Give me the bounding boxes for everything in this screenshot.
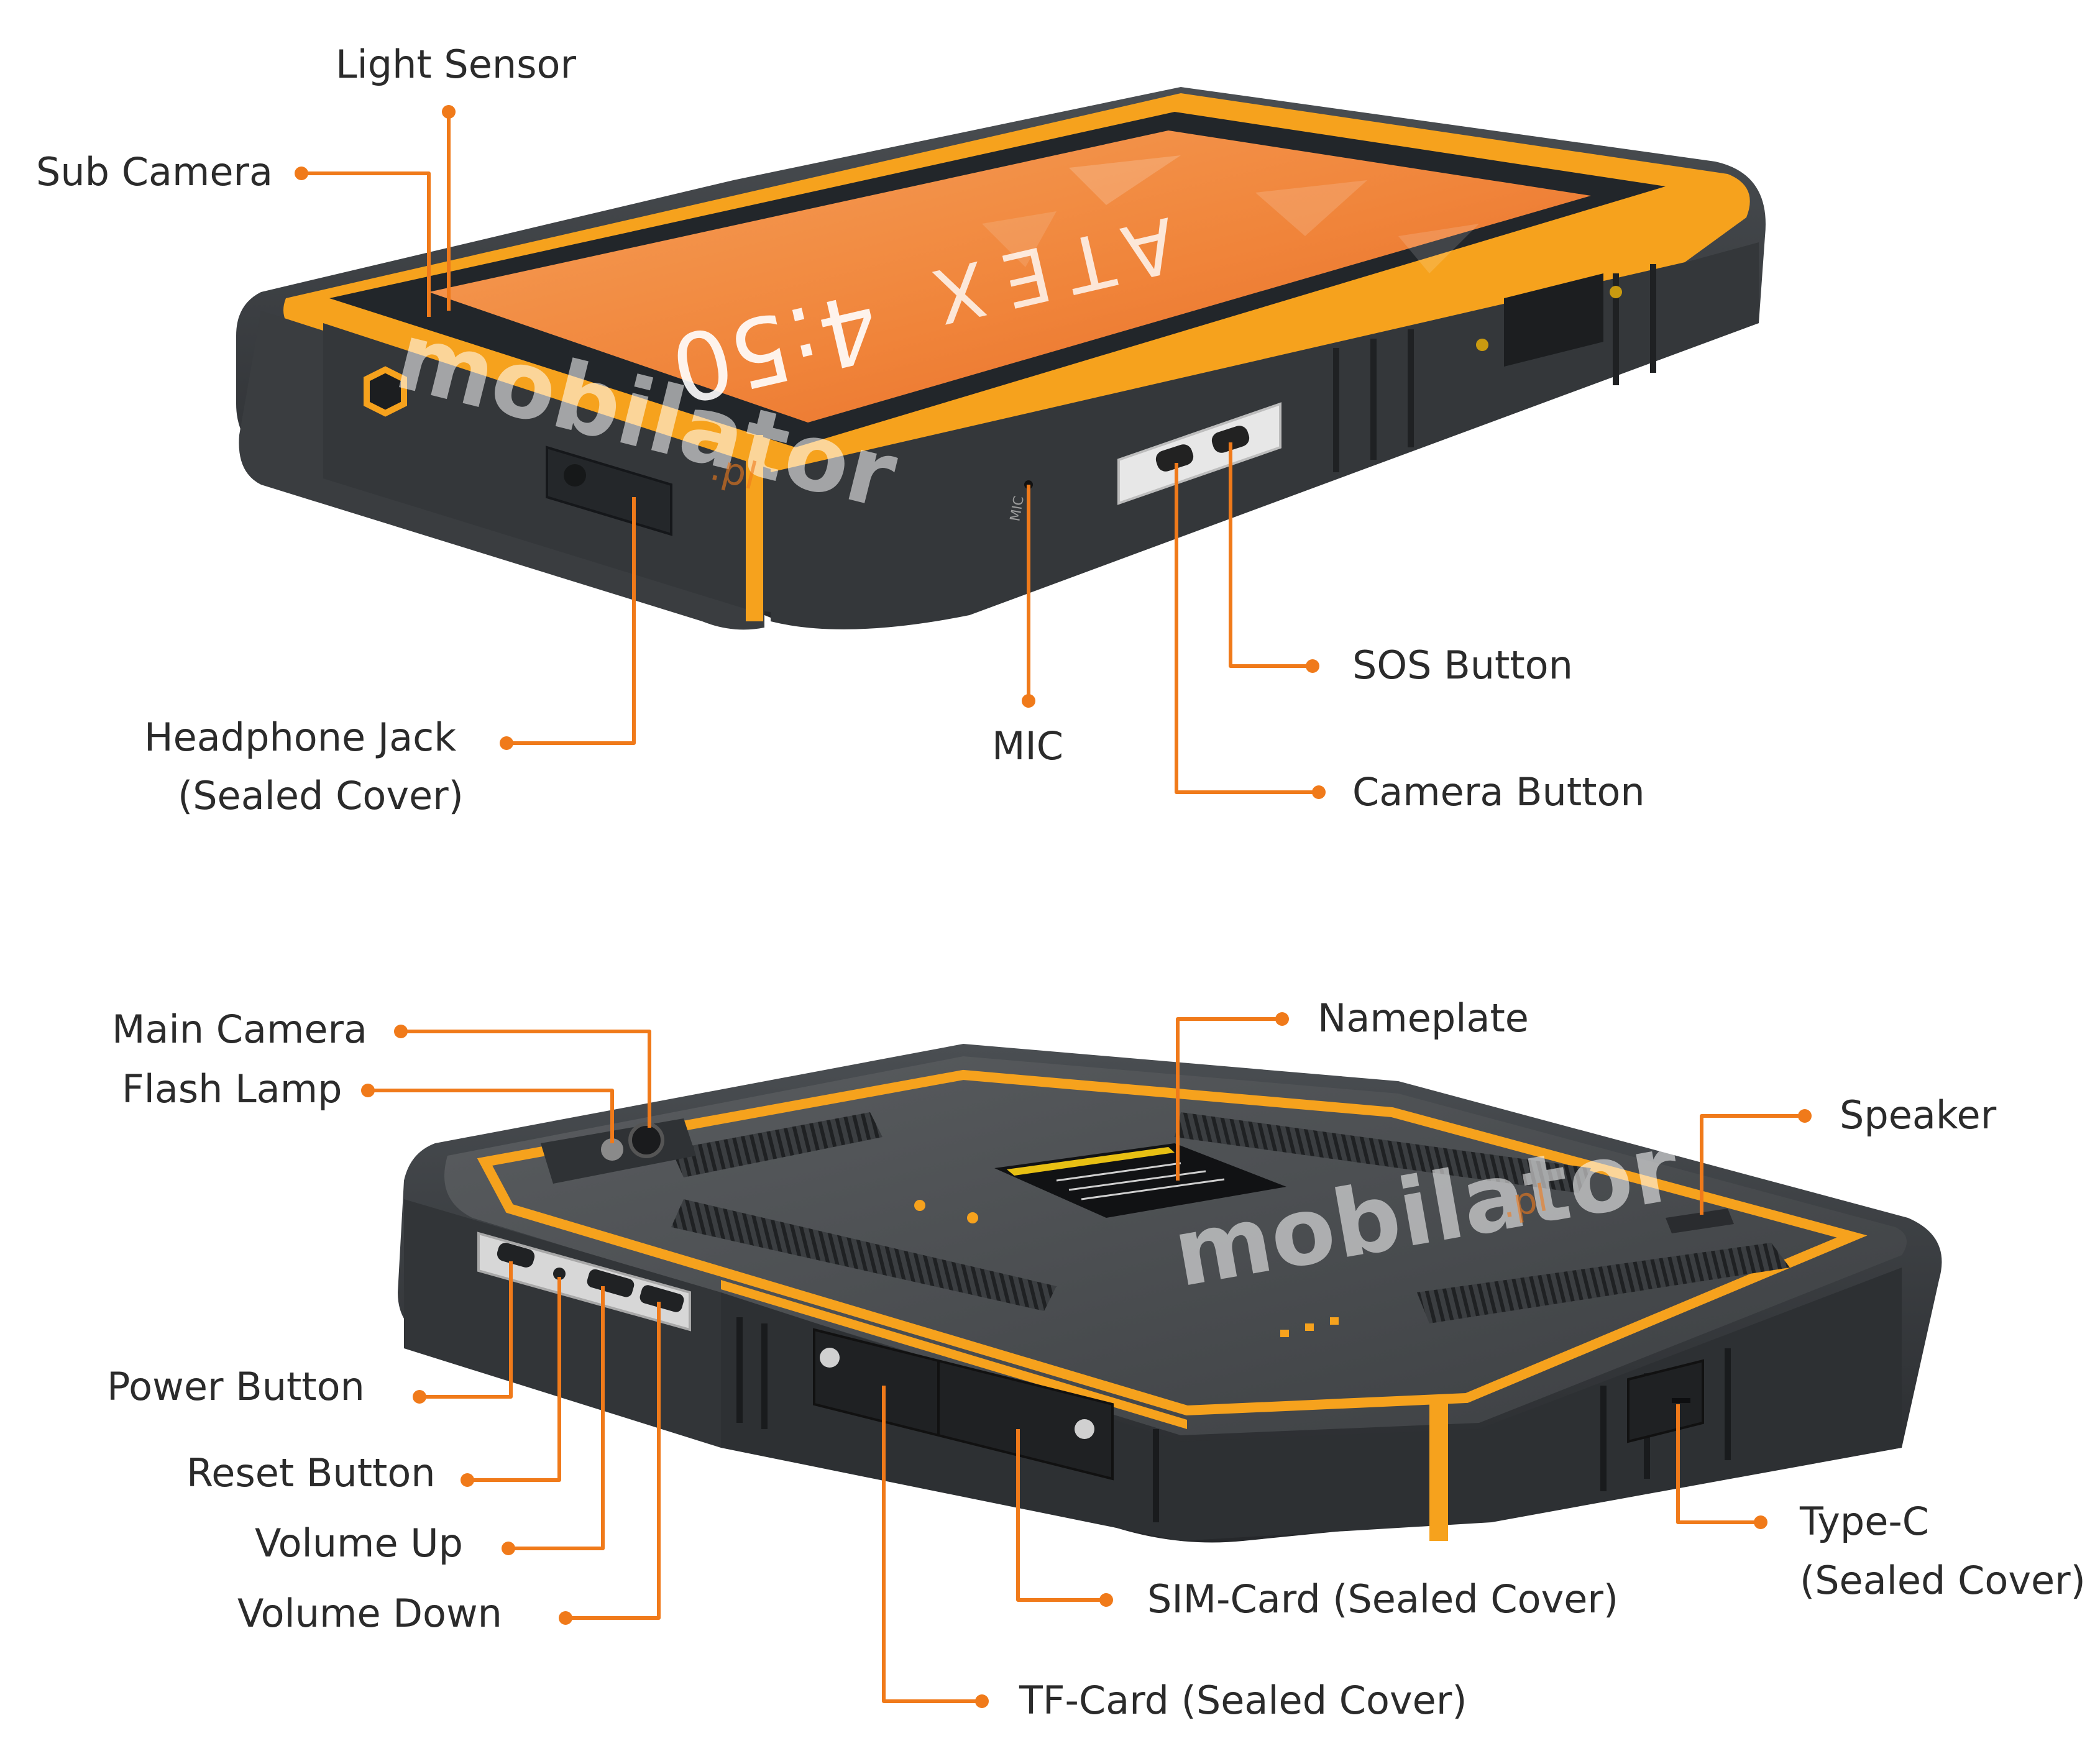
- callout-speaker: Speaker: [1840, 1092, 1997, 1138]
- card-cover: [813, 1328, 1114, 1481]
- callout-main-camera: Main Camera: [112, 1007, 367, 1052]
- callout-mic: MIC: [992, 723, 1063, 769]
- sos-button[interactable]: [1209, 424, 1252, 455]
- callout-type-c-sub: (Sealed Cover): [1800, 1558, 2086, 1603]
- callout-volume-up: Volume Up: [255, 1520, 463, 1566]
- callout-type-c: Type-C: [1799, 1499, 1929, 1544]
- callout-nameplate: Nameplate: [1318, 995, 1529, 1041]
- callout-sim-card: SIM-Card (Sealed Cover): [1147, 1576, 1618, 1622]
- callout-sos-button: SOS Button: [1352, 642, 1573, 688]
- camera-button[interactable]: [1153, 442, 1196, 474]
- svg-text:.pl: .pl: [1498, 1176, 1551, 1227]
- callout-flash-lamp: Flash Lamp: [122, 1066, 342, 1112]
- tablet-back-view: mobilator .pl: [398, 1044, 1942, 1543]
- callout-power-button: Power Button: [107, 1364, 365, 1409]
- callout-sub-camera: Sub Camera: [36, 149, 273, 194]
- volume-up-button[interactable]: [585, 1268, 635, 1299]
- power-button[interactable]: [495, 1241, 536, 1269]
- bottom-callouts: Main Camera Flash Lamp Nameplate Speaker…: [107, 995, 2086, 1723]
- callout-tf-card: TF-Card (Sealed Cover): [1019, 1678, 1467, 1723]
- svg-text:.pl: .pl: [706, 446, 761, 499]
- grill-left: [671, 1112, 882, 1177]
- main-camera-lens: [628, 1122, 664, 1158]
- callout-headphone-jack: Headphone Jack: [144, 715, 456, 760]
- callout-camera-button: Camera Button: [1352, 769, 1645, 815]
- callout-reset-button: Reset Button: [186, 1450, 436, 1496]
- flash-lamp-lens: [601, 1138, 623, 1161]
- callout-volume-down: Volume Down: [237, 1591, 502, 1636]
- hex-screw-icon: [364, 366, 407, 417]
- grill-right: [1417, 1243, 1790, 1323]
- callout-headphone-jack-sub: (Sealed Cover): [178, 773, 464, 818]
- grill-right-upper: [1175, 1112, 1591, 1193]
- tablet-front-view: 4:50 ATEX MIC mobilator: [236, 87, 1766, 630]
- grill-left-lower: [671, 1199, 1057, 1311]
- callout-light-sensor: Light Sensor: [336, 42, 576, 87]
- speaker-grille: [1666, 1209, 1734, 1233]
- top-callouts: Light Sensor Sub Camera Headphone Jack (…: [36, 42, 1645, 818]
- front-screen: [429, 130, 1591, 423]
- type-c-cover: [1627, 1359, 1704, 1443]
- reset-button[interactable]: [553, 1268, 566, 1280]
- volume-down-button[interactable]: [638, 1284, 685, 1314]
